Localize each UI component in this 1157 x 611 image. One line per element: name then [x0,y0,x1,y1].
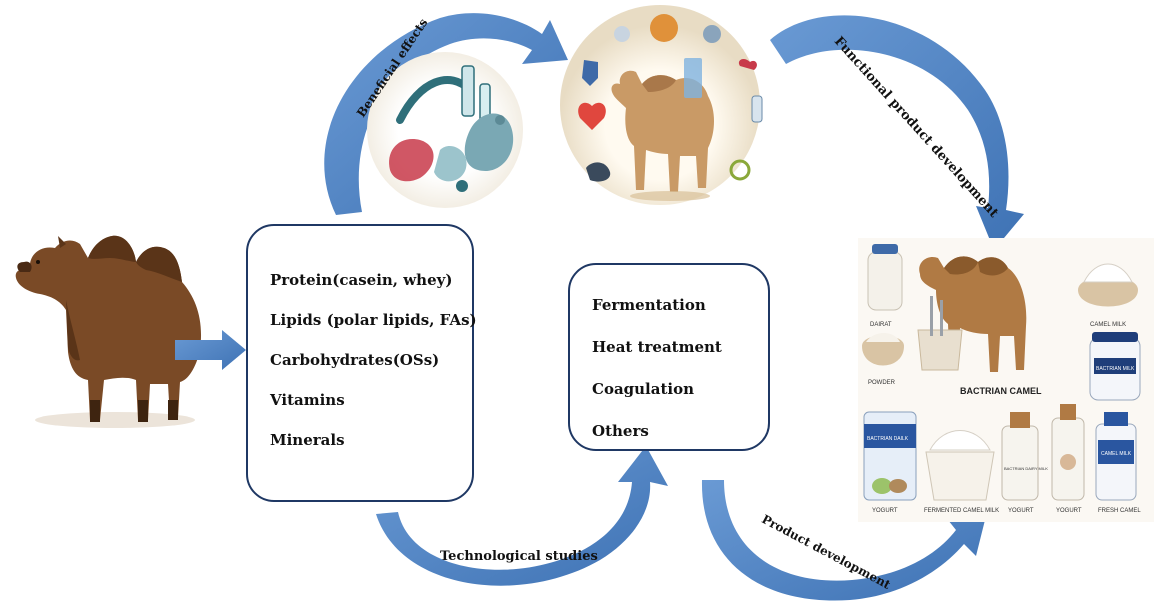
label-camel-milk: CAMEL MILK [1090,322,1126,328]
processing-item: Fermentation [592,296,706,314]
yogurt-bag-left [863,411,917,501]
cream-bowl [1078,263,1138,307]
powder-bowl [862,333,904,366]
label-bag-left: BACTRIAN DAILK [867,436,909,442]
technological-studies-label: Technological studies [440,549,598,564]
health-benefits-illustration [560,5,763,205]
composition-item: Protein(casein, whey) [270,271,453,289]
composition-item: Minerals [270,431,345,449]
label-bottle-mid: BACTRIAN DAIRY MILK [1004,466,1048,471]
bactrian-camel-collage [919,256,1027,372]
label-fermented: FERMENTED CAMEL MILK [924,508,999,514]
label-yogurt-2: YOGURT [1008,508,1034,514]
milk-bottle-mid [1001,412,1039,501]
milk-composition-box: Protein(casein, whey) Lipids (polar lipi… [246,224,477,502]
intake-arrow [175,330,246,370]
technological-studies-arrow [376,446,668,586]
functional-development-arrow [770,15,1024,251]
composition-item: Vitamins [270,391,345,409]
jar-right [1089,332,1141,401]
product-development-arrow [701,480,986,601]
lab-research-illustration [367,52,523,208]
label-powder: POWDER [868,380,896,386]
fermented-bowl [925,430,995,501]
processing-item: Heat treatment [592,338,722,356]
milk-bottle-top-left [867,244,903,311]
label-yogurt-3: YOGURT [1056,508,1082,514]
milk-bottle-tall [1051,404,1085,501]
processing-item: Others [592,422,649,440]
beneficial-effects-arrow [324,13,568,215]
label-fresh-camel: FRESH CAMEL [1098,508,1141,514]
yogurt-cup-center [917,296,963,371]
processing-methods-box: Fermentation Heat treatment Coagulation … [568,263,770,451]
composition-item: Lipids (polar lipids, FAs) [270,311,477,329]
label-jar-right: BACTRIAN MILK [1096,366,1135,372]
milk-bottle-right [1095,412,1137,501]
bactrian-camel-illustration [15,235,202,428]
camel-dairy-products-collage: DAIRAT CAMEL MILK POWDER BACTRIAN CAMEL … [858,238,1154,522]
processing-item: Coagulation [592,380,695,398]
label-bottle-right: CAMEL MILK [1101,451,1132,457]
label-yogurt-1: YOGURT [872,508,898,514]
label-bactrian-camel: BACTRIAN CAMEL [960,386,1042,396]
composition-item: Carbohydrates(OSs) [270,351,440,369]
label-dairat: DAIRAT [870,322,892,328]
